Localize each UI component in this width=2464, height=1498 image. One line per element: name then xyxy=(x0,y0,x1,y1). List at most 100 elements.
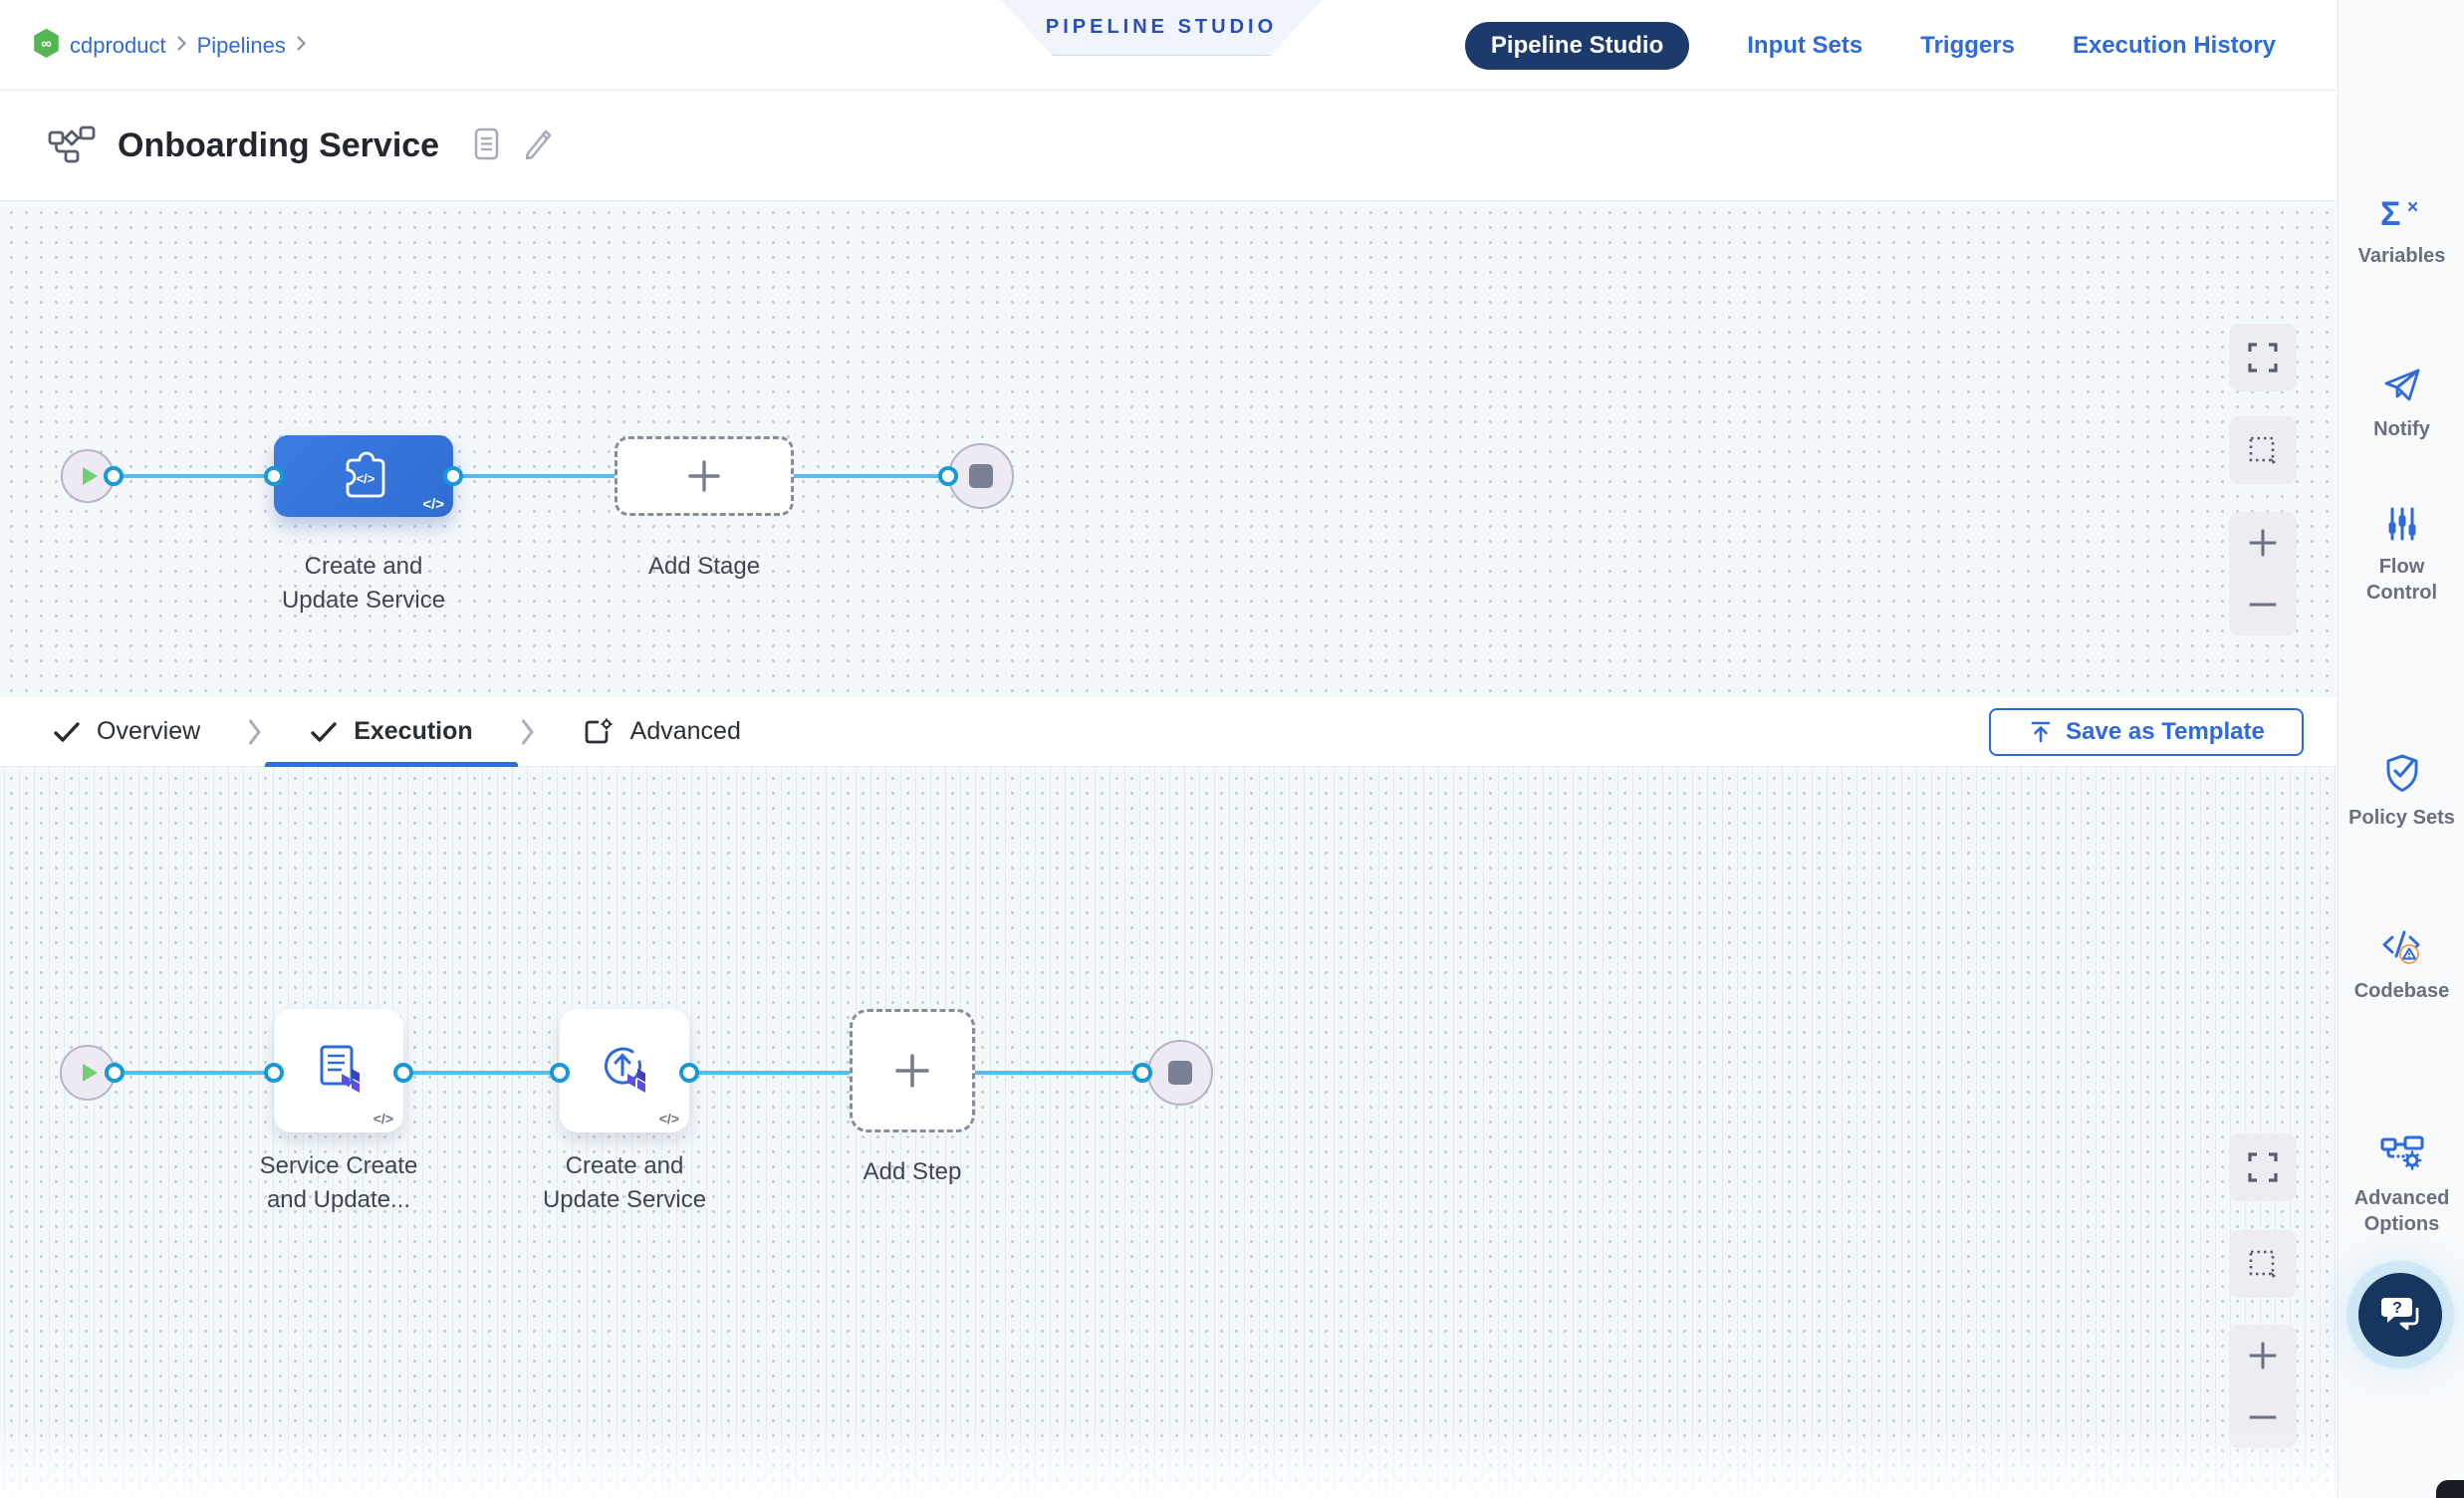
step-canvas[interactable]: </> Service Create and Update... </> Cre… xyxy=(0,767,2338,1497)
breadcrumb-pipelines-link[interactable]: Pipelines xyxy=(196,32,286,58)
stage-label: Create and Update Service xyxy=(281,553,446,614)
corner-popup-peek xyxy=(2436,1480,2464,1498)
breadcrumb: ∞ cdproduct Pipelines xyxy=(33,0,307,91)
zoom-out-button[interactable] xyxy=(2229,1386,2297,1448)
code-badge: </> xyxy=(658,1111,679,1126)
svg-text:?: ? xyxy=(2392,1300,2402,1317)
canvas-zoom-control xyxy=(2229,512,2297,635)
step-node-service-create-and-update[interactable]: </> xyxy=(274,1009,403,1132)
help-chat-button[interactable]: ? xyxy=(2358,1273,2442,1357)
connector-dot[interactable] xyxy=(104,466,123,486)
top-nav: Pipeline Studio Input Sets Triggers Exec… xyxy=(1464,0,2276,91)
zoom-in-button[interactable] xyxy=(2229,1325,2297,1386)
rail-item-flow-control[interactable]: Flow Control xyxy=(2339,506,2464,606)
banner-label: PIPELINE STUDIO xyxy=(1045,16,1278,38)
pipeline-studio-banner: PIPELINE STUDIO xyxy=(1001,0,1322,56)
description-doc-icon[interactable] xyxy=(473,127,500,165)
connector-dot[interactable] xyxy=(264,466,284,486)
connector-dot[interactable] xyxy=(105,1063,124,1083)
stage-flow-line xyxy=(100,474,981,478)
step-label: Service Create and Update... xyxy=(259,1152,418,1213)
svg-text:Σ: Σ xyxy=(2380,195,2400,231)
stage-canvas[interactable]: </> </> Create and Update Service Add St… xyxy=(0,201,2338,697)
svg-text:×: × xyxy=(2407,197,2418,218)
canvas-select-button[interactable] xyxy=(2229,416,2297,484)
add-stage-label: Add Stage xyxy=(647,553,761,580)
chevron-right-icon xyxy=(245,718,265,746)
active-tab-underline xyxy=(265,761,518,767)
rail-item-notify[interactable]: Notify xyxy=(2339,367,2464,442)
flow-control-sliders-icon xyxy=(2388,507,2415,541)
connector-dot[interactable] xyxy=(1132,1063,1152,1083)
chevron-right-icon xyxy=(518,718,538,746)
rail-item-policy-sets[interactable]: Policy Sets xyxy=(2339,753,2464,831)
fullscreen-icon xyxy=(2248,343,2278,373)
chevron-right-icon xyxy=(176,35,187,57)
check-icon xyxy=(54,721,80,742)
nav-tab-input-sets[interactable]: Input Sets xyxy=(1747,31,1863,59)
chevron-right-icon xyxy=(296,35,307,57)
page-title: Onboarding Service xyxy=(118,126,440,164)
edit-pencil-icon[interactable] xyxy=(522,127,554,164)
variables-sigma-icon: Σ × xyxy=(2380,195,2418,231)
plus-icon xyxy=(688,460,720,492)
rail-item-variables[interactable]: Σ × Variables xyxy=(2357,195,2446,267)
connector-dot[interactable] xyxy=(393,1063,413,1083)
terraform-logo xyxy=(342,1069,360,1093)
stage-node-create-and-update-service[interactable]: </> </> xyxy=(274,435,453,517)
upload-icon xyxy=(2031,721,2051,743)
policy-shield-check-icon xyxy=(2386,754,2417,792)
rail-item-codebase[interactable]: Codebase xyxy=(2339,928,2464,1004)
main-column: ∞ cdproduct Pipelines PIPELINE STUDIO Pi… xyxy=(0,0,2338,1497)
marquee-select-icon xyxy=(2249,436,2276,464)
stage-config-tabbar: Overview Execution Advanced Save as Temp… xyxy=(0,697,2338,767)
canvas-zoom-control xyxy=(2229,1325,2297,1448)
service-manifest-step-icon xyxy=(320,1045,360,1093)
stop-icon xyxy=(969,464,993,488)
title-bar: Onboarding Service VISUAL YAML Save Disc… xyxy=(0,91,2338,277)
pipeline-graph-icon xyxy=(48,124,96,168)
add-stage-node[interactable] xyxy=(615,436,794,516)
terraform-logo xyxy=(627,1069,645,1093)
chat-question-icon: ? xyxy=(2381,1298,2419,1331)
svg-text:</>: </> xyxy=(357,471,375,486)
plus-icon xyxy=(895,1054,929,1088)
zoom-out-button[interactable] xyxy=(2229,574,2297,635)
tab-execution[interactable]: Execution xyxy=(265,697,518,767)
breadcrumb-project-link[interactable]: cdproduct xyxy=(70,32,166,58)
connector-dot[interactable] xyxy=(264,1063,284,1083)
canvas-fullscreen-button[interactable] xyxy=(2229,1133,2297,1201)
pipeline-start-node xyxy=(61,449,115,503)
advanced-settings-icon xyxy=(585,718,613,743)
rail-item-advanced-options[interactable]: Advanced Options xyxy=(2339,1135,2464,1237)
cd-module-icon: ∞ xyxy=(33,28,60,64)
connector-dot[interactable] xyxy=(550,1063,570,1083)
top-header: ∞ cdproduct Pipelines PIPELINE STUDIO Pi… xyxy=(0,0,2338,91)
stop-icon xyxy=(1168,1061,1192,1085)
minus-icon xyxy=(2249,1415,2277,1419)
nav-tab-triggers[interactable]: Triggers xyxy=(1920,31,2015,59)
connector-dot[interactable] xyxy=(938,466,958,486)
zoom-in-button[interactable] xyxy=(2229,512,2297,574)
codebase-warning-icon xyxy=(2382,930,2419,964)
save-as-template-button[interactable]: Save as Template xyxy=(1989,708,2304,756)
step-label: Create and Update Service xyxy=(542,1152,707,1213)
play-icon xyxy=(83,467,98,485)
notify-paper-plane-icon xyxy=(2384,369,2419,401)
step-node-create-and-update-service[interactable]: </> xyxy=(560,1009,689,1132)
advanced-options-pipeline-gear-icon xyxy=(2379,1135,2424,1170)
nav-tab-pipeline-studio[interactable]: Pipeline Studio xyxy=(1464,21,1690,70)
connector-dot[interactable] xyxy=(679,1063,699,1083)
add-step-node[interactable] xyxy=(850,1009,975,1132)
tab-advanced[interactable]: Advanced xyxy=(538,697,786,767)
tab-overview[interactable]: Overview xyxy=(8,697,245,767)
service-update-step-icon xyxy=(605,1047,645,1093)
add-step-label: Add Step xyxy=(862,1158,962,1185)
canvas-fullscreen-button[interactable] xyxy=(2229,324,2297,391)
nav-tab-execution-history[interactable]: Execution History xyxy=(2072,31,2276,59)
connector-dot[interactable] xyxy=(443,466,463,486)
code-badge: </> xyxy=(372,1111,393,1126)
right-rail: Σ × Variables Notify Flow Control Policy… xyxy=(2338,0,2464,1498)
canvas-select-button[interactable] xyxy=(2229,1230,2297,1298)
